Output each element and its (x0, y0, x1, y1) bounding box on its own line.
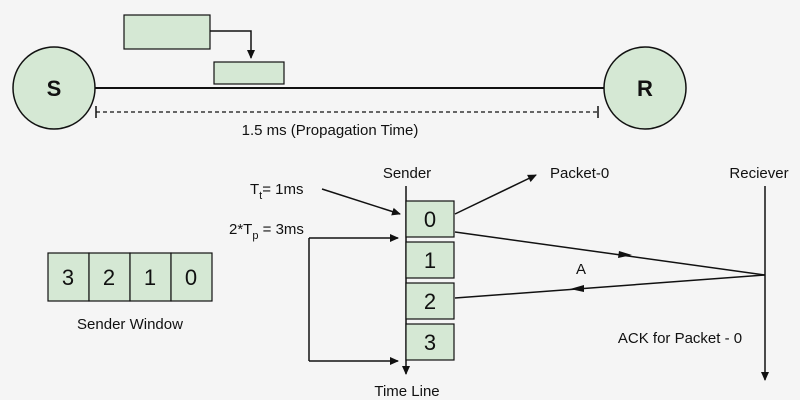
sender-label: Sender (383, 165, 431, 182)
timeline-slot-label: 1 (424, 248, 436, 273)
timeline-slot-label: 2 (424, 289, 436, 314)
sender-node-label: S (47, 76, 62, 101)
timeline-slots: 0 1 2 3 (405, 200, 455, 361)
sender-node (12, 46, 96, 130)
packet-box-on-link (213, 61, 285, 85)
packet0-arrow (454, 174, 537, 215)
propagation-label: 1.5 ms (Propagation Time) (242, 122, 419, 139)
sender-window: 3 2 1 0 (47, 252, 213, 302)
transmission-time-arrow (321, 188, 401, 216)
packet0-label: Packet-0 (550, 165, 609, 182)
timeline-slot (405, 241, 455, 279)
timeline-slot (405, 200, 455, 238)
sender-window-label: Sender Window (77, 316, 183, 333)
packet-transmission-line (454, 231, 766, 276)
sender-window-cell-label: 0 (185, 265, 197, 290)
sender-window-cell-label: 1 (144, 265, 156, 290)
ack-line (454, 274, 766, 299)
transmission-time-label: Tt= 1ms (250, 181, 304, 202)
receiver-label: Reciever (729, 165, 788, 182)
timeline-label: Time Line (374, 383, 439, 400)
ack-marker: A (576, 261, 586, 278)
timeline-slot (405, 282, 455, 320)
sender-window-cell-label: 2 (103, 265, 115, 290)
sender-window-cell-label: 3 (62, 265, 74, 290)
round-trip-label: 2*Tp = 3ms (229, 221, 304, 242)
receiver-node-label: R (637, 76, 653, 101)
sender-window-cell (47, 252, 90, 302)
receiver-node (603, 46, 687, 130)
sender-window-cell (170, 252, 213, 302)
ack-label: ACK for Packet - 0 (618, 330, 742, 347)
packet-box-outgoing (123, 14, 211, 50)
timeline-slot-label: 3 (424, 330, 436, 355)
packet-move-arrow (210, 30, 255, 59)
ack-arrowhead (570, 285, 584, 292)
timeline-slot-label: 0 (424, 207, 436, 232)
packet-transmission-arrowhead (618, 251, 632, 258)
timeline-slot (405, 323, 455, 361)
sender-window-cell (88, 252, 131, 302)
sender-window-cell (129, 252, 172, 302)
